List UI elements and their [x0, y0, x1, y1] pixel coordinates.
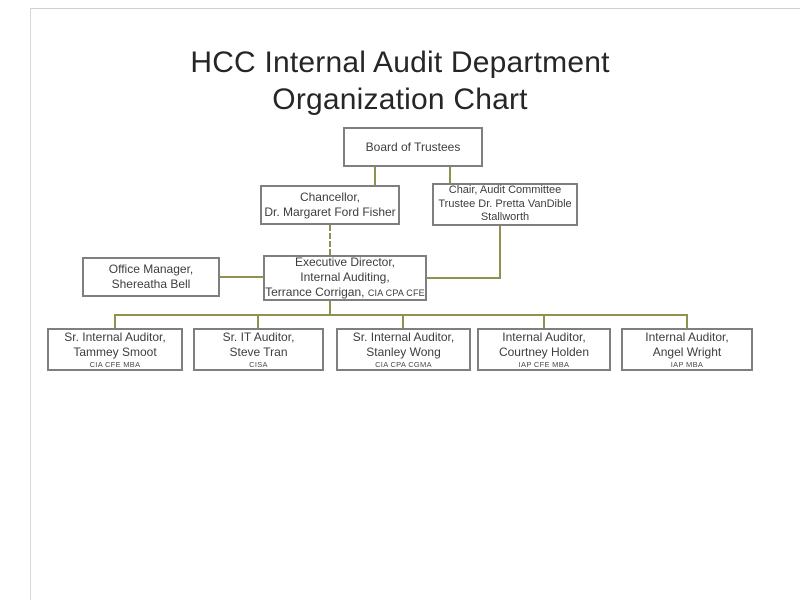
- page-title-line2: Organization Chart: [272, 83, 528, 116]
- connector-audit-chair-to-exec: [427, 277, 501, 279]
- org-node-sr-internal-auditor-stanley-wong: Sr. Internal Auditor, Stanley Wong CIA C…: [336, 328, 471, 371]
- org-node-internal-auditor-courtney-holden: Internal Auditor, Courtney Holden IAP CF…: [477, 328, 611, 371]
- node-credentials: CISA: [249, 359, 268, 369]
- node-person: Dr. Margaret Ford Fisher: [264, 205, 396, 219]
- node-person-with-credentials: Terrance Corrigan, CIA CPA CFE: [265, 285, 425, 301]
- connector-staff-bus: [114, 314, 688, 316]
- node-person: Steve Tran: [229, 344, 288, 359]
- node-person: Terrance Corrigan,: [265, 285, 365, 299]
- org-node-chancellor: Chancellor, Dr. Margaret Ford Fisher: [260, 185, 400, 225]
- org-node-sr-it-auditor-steve-tran: Sr. IT Auditor, Steve Tran CISA: [193, 328, 324, 371]
- connector-drop-stanley-wong: [402, 314, 404, 328]
- node-credentials: IAP CFE MBA: [518, 359, 570, 369]
- page-title: HCC Internal Audit Department Organizati…: [0, 44, 800, 118]
- node-title: Sr. Internal Auditor,: [352, 329, 455, 344]
- node-title: Sr. Internal Auditor,: [64, 329, 166, 344]
- org-node-internal-auditor-angel-wright: Internal Auditor, Angel Wright IAP MBA: [621, 328, 753, 371]
- connector-board-to-audit-chair: [449, 167, 451, 183]
- node-person-line2: Stallworth: [480, 211, 530, 224]
- org-node-board-of-trustees: Board of Trustees: [343, 127, 483, 167]
- org-node-sr-internal-auditor-tammey-smoot: Sr. Internal Auditor, Tammey Smoot CIA C…: [47, 328, 183, 371]
- connector-chancellor-to-exec-dashed: [329, 225, 331, 255]
- node-credentials: CIA CPA CFE: [367, 288, 425, 298]
- org-node-audit-committee-chair: Chair, Audit Committee Trustee Dr. Prett…: [432, 183, 578, 226]
- node-person: Tammey Smoot: [73, 344, 157, 359]
- connector-board-to-chancellor: [374, 167, 376, 185]
- connector-office-manager-to-exec: [220, 276, 263, 278]
- page-edge-left: [30, 8, 31, 600]
- connector-audit-chair-drop: [499, 225, 501, 279]
- connector-drop-angel-wright: [686, 314, 688, 328]
- page-title-line1: HCC Internal Audit Department: [190, 46, 610, 79]
- node-person: Stanley Wong: [366, 344, 441, 359]
- node-person: Trustee Dr. Pretta VanDible: [438, 197, 572, 210]
- connector-drop-steve-tran: [257, 314, 259, 328]
- org-node-executive-director: Executive Director, Internal Auditing, T…: [263, 255, 427, 301]
- node-title: Office Manager,: [108, 262, 194, 276]
- connector-drop-courtney-holden: [543, 314, 545, 328]
- node-person: Angel Wright: [652, 344, 722, 359]
- node-title: Chair, Audit Committee: [448, 184, 562, 197]
- node-title: Chancellor,: [299, 190, 361, 204]
- connector-exec-feed: [329, 300, 331, 316]
- node-credentials: CIA CPA CGMA: [375, 359, 432, 369]
- node-title: Board of Trustees: [365, 139, 461, 154]
- connector-drop-tammey-smoot: [114, 314, 116, 328]
- node-title: Internal Auditor,: [502, 329, 586, 344]
- node-title: Executive Director,: [294, 255, 396, 269]
- node-credentials: CIA CFE MBA: [89, 359, 141, 369]
- node-person: Shereatha Bell: [111, 277, 191, 291]
- node-title: Sr. IT Auditor,: [222, 329, 295, 344]
- page-edge-top: [30, 8, 800, 9]
- node-credentials: IAP MBA: [670, 359, 704, 369]
- org-node-office-manager: Office Manager, Shereatha Bell: [82, 257, 220, 297]
- node-title: Internal Auditor,: [645, 329, 729, 344]
- node-person: Courtney Holden: [498, 344, 590, 359]
- node-title-line2: Internal Auditing,: [300, 270, 390, 284]
